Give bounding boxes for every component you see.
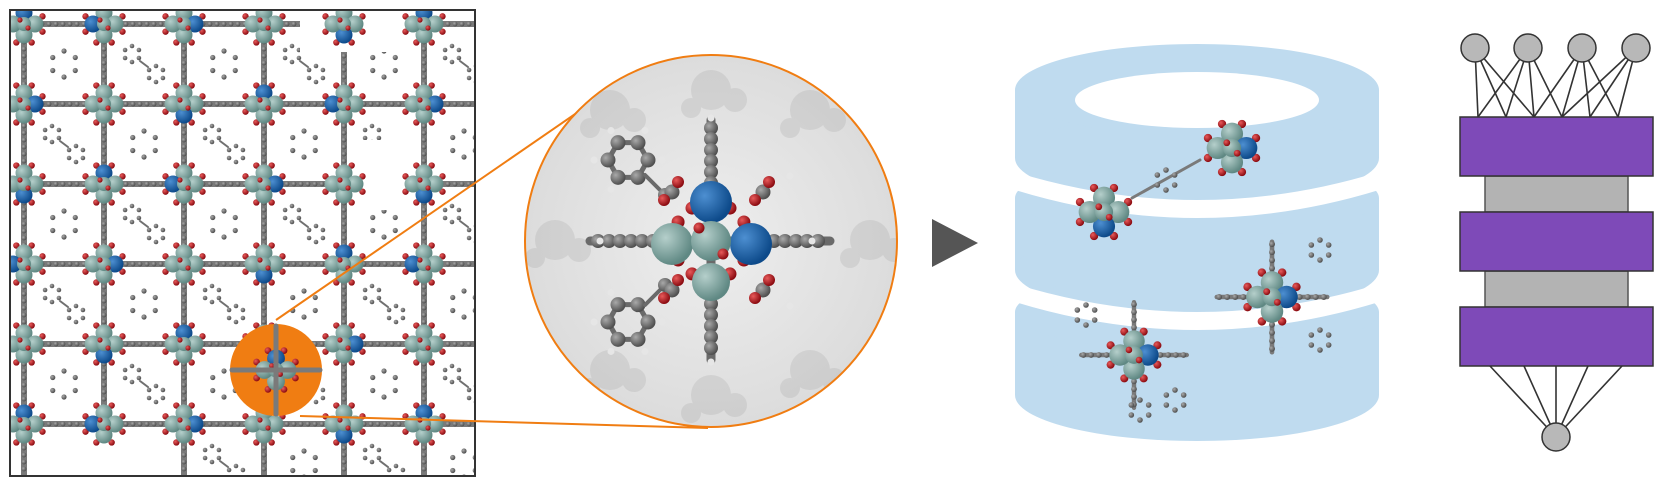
input-node	[1513, 33, 1543, 63]
input-node	[1460, 33, 1490, 63]
mof-lattice-icon	[10, 10, 475, 476]
zoom-circle-outline	[524, 54, 898, 428]
database-cylinder-icon	[1015, 44, 1379, 441]
neural-network-icon	[1459, 33, 1654, 452]
crystal-frame	[9, 9, 476, 477]
hidden-layer	[1459, 306, 1654, 367]
zoom-connector-lines	[275, 89, 709, 429]
hidden-layer	[1459, 211, 1654, 272]
layer-connector	[1484, 175, 1629, 213]
play-arrow-icon	[932, 219, 978, 267]
input-node	[1567, 33, 1597, 63]
zoomed-cluster	[525, 70, 897, 423]
database-structures	[1074, 119, 1332, 423]
magnifier-icon	[524, 54, 898, 428]
input-node	[1621, 33, 1651, 63]
database-opening	[1075, 72, 1319, 128]
hidden-layer	[1459, 116, 1654, 177]
output-node	[1541, 422, 1571, 452]
crystal-structure-panel	[9, 9, 476, 477]
layer-connector	[1484, 270, 1629, 308]
